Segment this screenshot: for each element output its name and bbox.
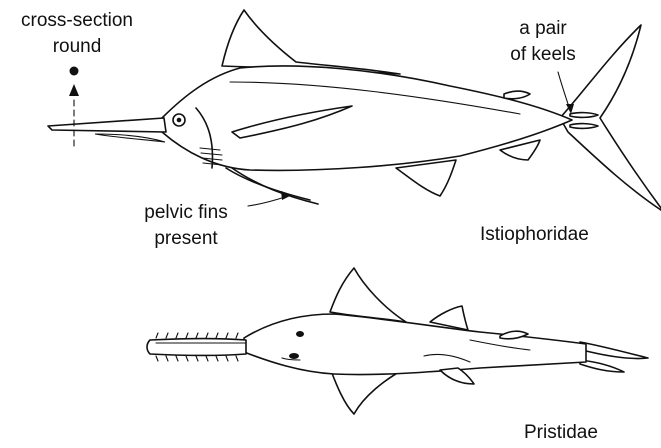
marlin-anal-fin xyxy=(396,160,456,196)
pelvic-fins-label: pelvic fins present xyxy=(126,200,246,252)
keels-label-line2: of keels xyxy=(488,42,598,68)
sawfish-body xyxy=(244,314,586,375)
family-label-istiophoridae: Istiophoridae xyxy=(480,222,589,248)
keels-label-line1: a pair xyxy=(488,16,598,42)
pelvic-fins-label-line2: present xyxy=(126,226,246,252)
marlin-keel-upper xyxy=(570,113,598,118)
keels-label: a pair of keels xyxy=(488,16,598,68)
sawfish-illustration xyxy=(147,268,648,414)
cross-section-label-line2: round xyxy=(2,34,152,60)
marlin-keel-lower xyxy=(570,124,598,129)
cross-section-indicator xyxy=(69,67,79,147)
marlin-dorsal-fin xyxy=(222,10,400,74)
cross-section-label: cross-section round xyxy=(2,8,152,60)
pelvic-fins-label-line1: pelvic fins xyxy=(126,200,246,226)
sawfish-saw xyxy=(147,339,246,356)
cross-section-label-line1: cross-section xyxy=(2,8,152,34)
marlin-bill xyxy=(48,118,166,132)
family-label-pristidae: Pristidae xyxy=(524,420,598,446)
